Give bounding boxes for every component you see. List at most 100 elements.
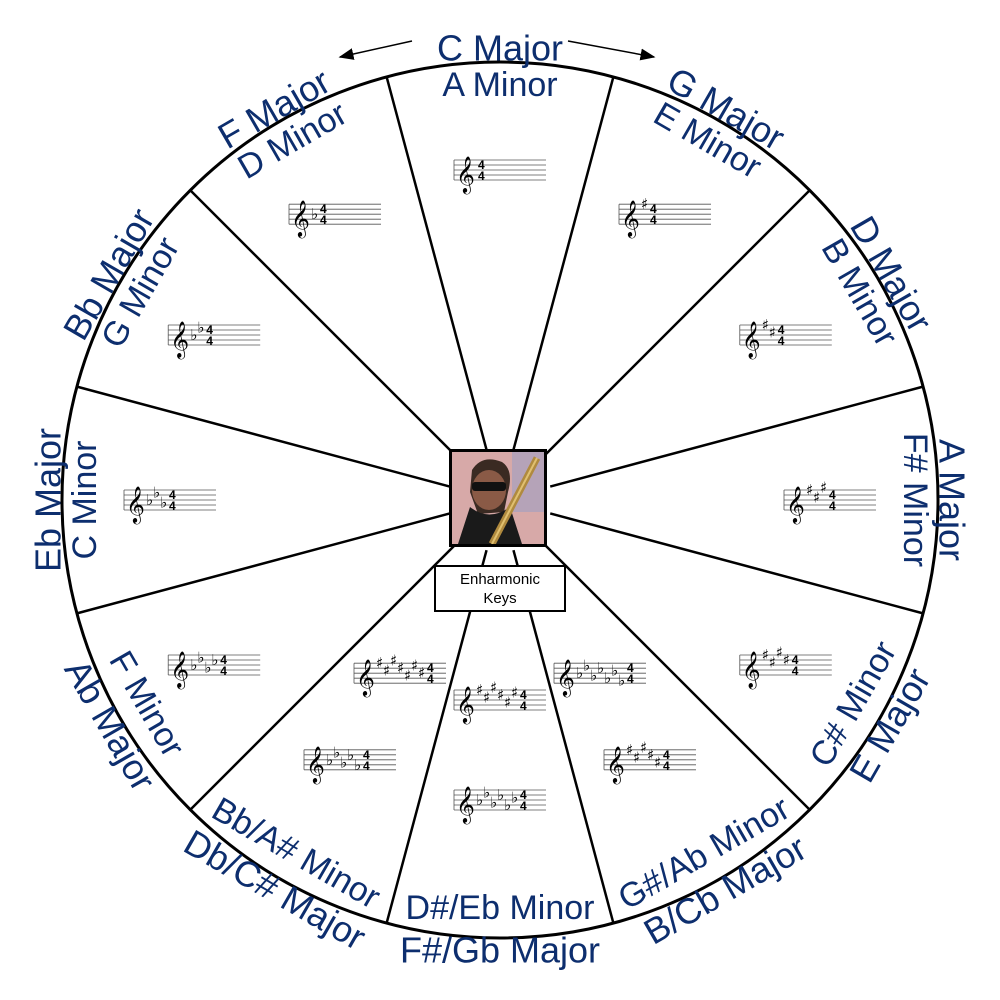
flat-sign: ♭ [611,662,618,680]
sharp-sign: ♯ [783,651,790,669]
flat-sign: ♭ [146,491,153,509]
sharp-sign: ♯ [633,748,640,766]
spoke-line [76,385,451,488]
flat-sign: ♭ [476,791,483,809]
flat-sign: ♭ [597,659,604,677]
flat-sign: ♭ [197,319,204,337]
sharp-sign: ♯ [411,657,418,675]
key-signature: 𝄞♭♭♭44 [123,484,216,524]
sharp-sign: ♯ [397,659,404,677]
sharp-sign: ♯ [490,679,497,697]
major-key-label: Eb Major [28,428,69,572]
sharp-sign: ♯ [647,746,654,764]
sharp-sign: ♯ [762,316,769,334]
key-signature: 𝄞♭♭♭♭44 [167,649,261,689]
time-sig-bottom: 4 [520,799,527,813]
treble-clef: 𝄞 [126,485,145,524]
treble-clef: 𝄞 [170,320,189,359]
key-signature: 𝄞♭♭44 [167,319,261,359]
minor-key-label: A Minor [442,66,557,104]
treble-clef: 𝄞 [170,650,189,689]
flat-sign: ♭ [211,651,218,669]
flat-sign: ♭ [333,743,340,761]
minor-key-label: C Minor [66,440,104,559]
treble-clef: 𝄞 [306,745,325,784]
minor-key-label: D#/Eb Minor [406,889,595,927]
spoke-line [549,512,924,615]
time-sig-top: 4 [478,158,485,172]
key-signature: 𝄞♯44 [618,195,711,238]
time-sig-top: 4 [792,653,799,667]
time-sig-bottom: 4 [520,699,527,713]
sharp-sign: ♯ [769,654,776,672]
sharp-sign: ♯ [776,644,783,662]
flat-sign: ♭ [190,326,197,344]
time-sig-bottom: 4 [627,672,634,686]
treble-clef: 𝄞 [742,650,761,689]
time-sig-top: 4 [650,202,657,216]
time-sig-bottom: 4 [829,499,836,513]
sharp-sign: ♯ [504,694,511,712]
major-key-label: F#/Gb Major [400,930,600,971]
flat-sign: ♭ [583,657,590,675]
time-sig-bottom: 4 [320,213,327,227]
sharp-sign: ♯ [376,654,383,672]
guitarist-photo [449,449,547,547]
sharp-sign: ♯ [626,741,633,759]
outer-ring [60,60,940,940]
enharmonic-keys-box: Enharmonic Keys [434,565,566,612]
time-sig-bottom: 4 [478,169,485,183]
sharp-sign: ♯ [390,652,397,670]
flat-sign: ♭ [190,656,197,674]
key-signature: 𝄞♯♯♯♯♯♯44𝄞♭♭♭♭♭♭44 [453,679,546,824]
flat-sign: ♭ [511,789,518,807]
key-signature: 𝄞♭44 [288,199,381,238]
sharp-sign: ♯ [511,684,518,702]
time-sig-top: 4 [829,488,836,502]
sharp-sign: ♯ [654,753,661,771]
spoke-line [549,385,924,488]
time-sig-top: 4 [520,788,527,802]
key-signature: 𝄞♯♯♯♯♯♯♯44𝄞♭♭♭♭♭44 [303,652,446,784]
treble-clef: 𝄞 [456,155,475,194]
time-sig-top: 4 [220,653,227,667]
sharp-sign: ♯ [813,489,820,507]
time-sig-top: 4 [169,488,176,502]
spoke-line [189,189,465,465]
treble-clef: 𝄞 [291,199,310,238]
sharp-sign: ♯ [418,664,425,682]
sharp-sign: ♯ [383,662,390,680]
time-sig-bottom: 4 [220,664,227,678]
flat-sign: ♭ [197,649,204,667]
time-sig-bottom: 4 [778,334,785,348]
flat-sign: ♭ [504,796,511,814]
spoke-line [535,189,811,465]
minor-key-label: F# Minor [896,433,934,567]
spoke-line [535,535,811,811]
treble-clef: 𝄞 [356,658,375,697]
time-sig-bottom: 4 [663,759,670,773]
arrow-left [338,40,413,60]
time-sig-bottom: 4 [650,213,657,227]
wheel-spokes [76,76,924,924]
flat-sign: ♭ [340,753,347,771]
sharp-sign: ♯ [483,689,490,707]
flat-sign: ♭ [311,205,318,223]
enharmonic-label-line2: Keys [483,590,517,607]
key-signature: 𝄞♯♯♯44 [783,479,876,524]
flat-sign: ♭ [160,494,167,512]
treble-clef: 𝄞 [556,658,575,697]
key-signature: 𝄞♭♭♭♭♭♭♭44𝄞♯♯♯♯♯44 [553,657,696,784]
sharp-sign: ♯ [476,681,483,699]
time-sig-top: 4 [663,748,670,762]
time-sig-bottom: 4 [427,672,434,686]
flat-sign: ♭ [204,659,211,677]
time-sig-bottom: 4 [792,664,799,678]
time-sig-top: 4 [206,323,213,337]
treble-clef: 𝄞 [786,485,805,524]
time-sig-top: 4 [778,323,785,337]
time-sig-bottom: 4 [169,499,176,513]
flat-sign: ♭ [347,746,354,764]
key-signature-staves: 𝄞44𝄞♯44𝄞♯♯44𝄞♯♯♯44𝄞♯♯♯♯44𝄞♭♭♭♭♭♭♭44𝄞♯♯♯♯… [123,155,876,824]
